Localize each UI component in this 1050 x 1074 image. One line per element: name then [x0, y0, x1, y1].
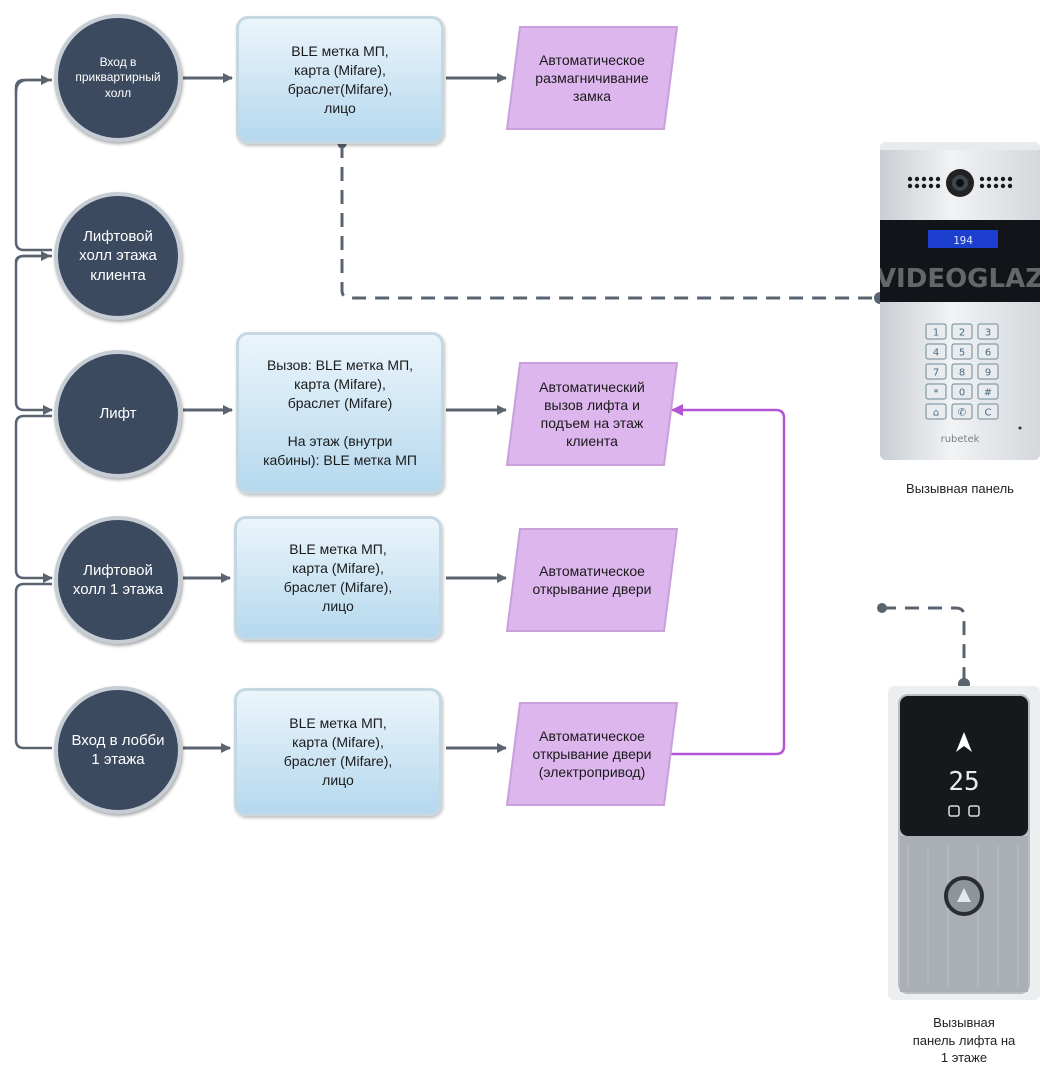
keypad-key: 1	[925, 323, 947, 340]
svg-text:7: 7	[933, 368, 939, 379]
zone-lobby: Вход в лобби 1 этажа	[54, 686, 182, 814]
svg-text:✆: ✆	[958, 408, 966, 419]
method-box-elevator: Вызов: BLE метка МП, карта (Mifare), бра…	[236, 332, 444, 494]
svg-text:8: 8	[959, 368, 965, 379]
svg-text:0: 0	[959, 388, 965, 399]
keypad-key: 2	[951, 323, 973, 340]
method-label: Вызов: BLE метка МП, карта (Mifare), бра…	[263, 357, 417, 468]
keypad: 1 2 3 4 5 6 7 8 9 * 0 # ⌂ ✆ C	[925, 323, 999, 420]
result-shape	[506, 26, 678, 130]
result-shape	[506, 362, 678, 466]
result-shape	[506, 702, 678, 806]
zone-method-arrows	[183, 73, 233, 753]
svg-text:C: C	[985, 408, 992, 419]
svg-text:3: 3	[985, 328, 991, 339]
zone-label: Вход в приквартирный холл	[75, 54, 161, 100]
result-unlock: Автоматическое размагничивание замка	[506, 26, 678, 130]
zone-elevator-hall-client: Лифтовой холл этажа клиента	[54, 192, 182, 320]
keypad-key: 6	[977, 343, 999, 360]
keypad-key: 4	[925, 343, 947, 360]
lift-panel-image: 25	[888, 686, 1040, 1000]
zone-elevator-hall-1: Лифтовой холл 1 этажа	[54, 516, 182, 644]
zone-apartment-hall: Вход в приквартирный холл	[54, 14, 182, 142]
call-panel-dashed-link	[340, 144, 880, 300]
result-lift-call: Автоматический вызов лифта и подъем на э…	[506, 362, 678, 466]
zone-elevator: Лифт	[54, 350, 182, 478]
svg-text:#: #	[984, 388, 992, 399]
method-box-lobby: BLE метка МП, карта (Mifare), браслет (M…	[234, 688, 442, 816]
floor-display: 25	[948, 767, 979, 797]
svg-text:5: 5	[959, 348, 965, 359]
method-result-arrows	[446, 73, 507, 753]
bracket-arrow-1	[14, 75, 51, 93]
result-door-auto: Автоматическое открывание двери (электро…	[506, 702, 678, 806]
result-label: Автоматический вызов лифта и подъем на э…	[539, 378, 645, 450]
svg-text:⌂: ⌂	[933, 408, 939, 419]
keypad-key: *	[925, 383, 947, 400]
dashed-link-dot	[877, 603, 887, 613]
keypad-key: 7	[925, 363, 947, 380]
method-label: BLE метка МП, карта (Mifare), браслет (M…	[283, 541, 393, 614]
keypad-key: #	[977, 383, 999, 400]
keypad-key: 0	[951, 383, 973, 400]
zone-bracket	[14, 78, 53, 750]
watermark: VIDEOGLAZ	[880, 264, 1040, 294]
keypad-key: C	[977, 403, 999, 420]
svg-text:4: 4	[933, 348, 939, 359]
keypad-key: 9	[977, 363, 999, 380]
bracket-arrow-2	[14, 251, 51, 263]
keypad-key: ⌂	[925, 403, 947, 420]
keypad-key: 8	[951, 363, 973, 380]
svg-text:6: 6	[985, 348, 991, 359]
method-label: BLE метка МП, карта (Mifare), браслет(Mi…	[287, 43, 393, 116]
lift-panel-dashed-link	[882, 606, 966, 684]
brand-label: rubetek	[941, 434, 980, 445]
result-shape	[506, 528, 678, 632]
method-label: BLE метка МП, карта (Mifare), браслет (M…	[283, 715, 393, 788]
method-box-elevator-hall-1: BLE метка МП, карта (Mifare), браслет (M…	[234, 516, 442, 640]
svg-text:2: 2	[959, 328, 965, 339]
method-box-apartment: BLE метка МП, карта (Mifare), браслет(Mi…	[236, 16, 444, 144]
call-panel-image: 194 VIDEOGLAZ 1 2 3 4 5 6 7 8 9 * 0 # ⌂ ✆ C rubetek	[880, 142, 1040, 460]
call-panel-caption: Вызывная панель	[906, 481, 1014, 496]
keypad-key: 5	[951, 343, 973, 360]
result-label: Автоматическое открывание двери	[532, 562, 652, 597]
keypad-key: ✆	[951, 403, 973, 420]
panel-display: 194	[953, 234, 973, 247]
result-door-open: Автоматическое открывание двери	[506, 528, 678, 632]
result-label: Автоматическое размагничивание замка	[535, 51, 649, 105]
zone-label: Лифтовой холл 1 этажа	[72, 561, 164, 599]
svg-text:9: 9	[985, 368, 991, 379]
svg-text:*: *	[934, 388, 939, 399]
keypad-key: 3	[977, 323, 999, 340]
lift-panel-caption: Вызывная панель лифта на 1 этаже	[912, 1015, 1016, 1066]
lobby-to-lift-connector	[668, 404, 786, 756]
result-label: Автоматическое открывание двери (электро…	[532, 727, 652, 781]
zone-label: Вход в лобби 1 этажа	[71, 731, 165, 769]
zone-label: Лифт	[99, 405, 137, 423]
zone-label: Лифтовой холл этажа клиента	[79, 227, 157, 284]
svg-text:1: 1	[933, 328, 939, 339]
